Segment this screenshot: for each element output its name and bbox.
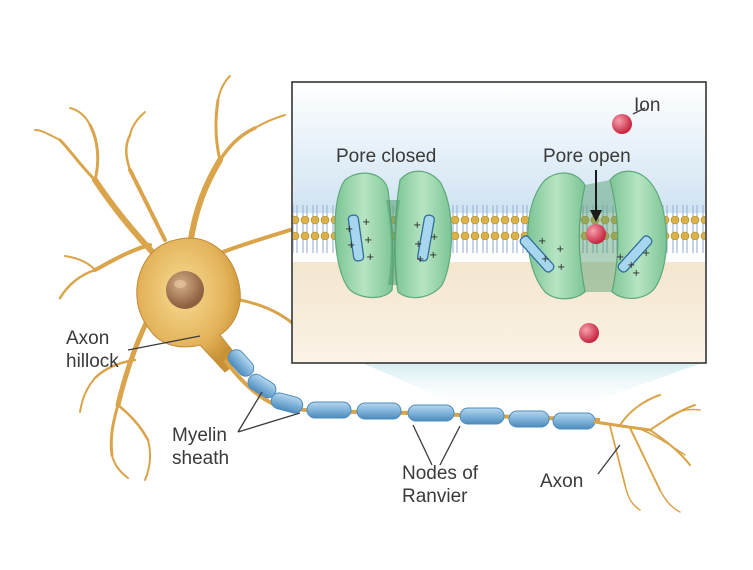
- svg-text:+: +: [556, 244, 564, 255]
- svg-text:+: +: [429, 250, 437, 261]
- svg-text:+: +: [413, 220, 421, 231]
- svg-text:+: +: [364, 235, 372, 246]
- svg-text:+: +: [416, 254, 424, 265]
- svg-text:+: +: [538, 236, 546, 247]
- closed-channel: + + + + + + + + + +: [334, 170, 453, 299]
- svg-text:+: +: [557, 262, 565, 273]
- label-ion: Ion: [634, 95, 661, 116]
- leader-lines: [127, 335, 621, 475]
- svg-text:+: +: [430, 232, 438, 243]
- svg-text:+: +: [366, 252, 374, 263]
- svg-text:+: +: [632, 268, 640, 279]
- axon-terminals: [593, 394, 701, 513]
- ion-particle-top: [612, 114, 632, 134]
- ion-channel-inset: +++++ +++++ ++++ ++++: [291, 81, 707, 364]
- svg-text:+: +: [347, 240, 355, 251]
- svg-text:+: +: [345, 224, 353, 235]
- label-pore-closed: Pore closed: [336, 146, 437, 167]
- cell-body: [136, 237, 241, 373]
- nucleus: [166, 271, 204, 309]
- ion-particle-channel: [586, 224, 606, 244]
- zoom-beam: [360, 362, 705, 410]
- ion-particle-bottom: [579, 323, 599, 343]
- svg-text:+: +: [541, 254, 549, 265]
- ion-flow-arrow: [590, 170, 602, 222]
- svg-text:+: +: [362, 217, 370, 228]
- myelin-sheath-segments: [227, 349, 596, 430]
- label-pore-open: Pore open: [543, 146, 631, 167]
- svg-text:+: +: [627, 260, 635, 271]
- label-axon: Axon: [540, 471, 584, 492]
- ion-leader-line: [632, 107, 646, 115]
- svg-text:+: +: [414, 239, 422, 250]
- label-myelin-sheath: Myelin sheath: [172, 425, 230, 469]
- label-axon-hillock: Axon hillock: [66, 328, 119, 372]
- label-nodes-of-ranvier: Nodes of Ranvier: [402, 463, 479, 507]
- svg-text:+: +: [616, 252, 624, 263]
- svg-text:+: +: [642, 248, 650, 259]
